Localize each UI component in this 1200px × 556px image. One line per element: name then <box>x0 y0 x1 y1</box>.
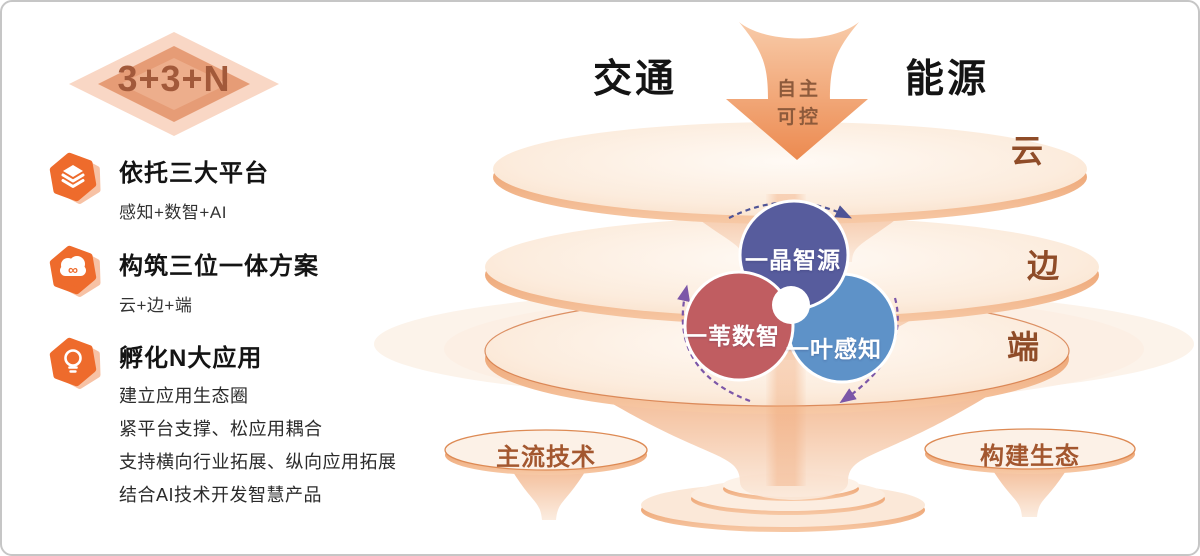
layer-label-cloud: 云 <box>1011 133 1044 169</box>
badge-diamond <box>69 32 279 136</box>
feature-subtitle: 感知+数智+AI <box>119 203 227 223</box>
layer-disc-cloud <box>493 122 1087 224</box>
feature-point: 支持横向行业拓展、纵向应用拓展 <box>119 452 397 473</box>
feature-point: 结合AI技术开发智慧产品 <box>119 485 323 506</box>
pedestal-label-build-ecosystem: 构建生态 <box>980 443 1080 470</box>
core-label-source: 一晶智源 <box>745 247 841 273</box>
core-label-perception: 一叶感知 <box>786 336 882 362</box>
feature-point: 紧平台支撑、松应用耦合 <box>119 419 323 440</box>
pedestal-label-mainstream-tech: 主流技术 <box>496 444 596 471</box>
arrow-label-line2: 可控 <box>776 107 821 128</box>
layer-label-end: 端 <box>1007 329 1040 365</box>
feature-point: 建立应用生态圈 <box>119 386 249 407</box>
svg-text:∞: ∞ <box>68 262 78 278</box>
domain-traffic-label: 交通 <box>593 58 678 101</box>
cycle-arc-top <box>728 201 852 219</box>
pedestal-build-ecosystem <box>924 428 1136 517</box>
feature-points: 建立应用生态圈 紧平台支撑、松应用耦合 支持横向行业拓展、纵向应用拓展 结合AI… <box>119 380 397 512</box>
layer-label-edge: 边 <box>1027 248 1060 284</box>
feature-title: 依托三大平台 <box>119 160 269 187</box>
layers-icon <box>49 152 101 204</box>
lightbulb-icon <box>49 337 101 389</box>
feature-trinity: ∞ 构筑三位一体方案 云+边+端 <box>47 244 319 316</box>
pedestal-mainstream-tech <box>444 429 648 520</box>
cycle-arc-left <box>677 284 751 403</box>
autonomy-arrow <box>726 22 868 160</box>
feature-title: 构筑三位一体方案 <box>119 253 319 280</box>
feature-platforms: 依托三大平台 感知+数智+AI <box>47 151 269 223</box>
core-center-hub <box>772 286 810 324</box>
domain-energy-label: 能源 <box>905 58 990 101</box>
core-label-data: 一苇数智 <box>684 323 780 349</box>
feature-subtitle: 云+边+端 <box>119 296 193 316</box>
feature-applications: 孵化N大应用 建立应用生态圈 紧平台支撑、松应用耦合 支持横向行业拓展、纵向应用… <box>47 336 397 512</box>
cloud-infinity-icon: ∞ <box>49 245 101 297</box>
arrow-label-line1: 自主 <box>776 79 821 100</box>
core-circle-data <box>683 270 795 382</box>
badge-label: 3+3+N <box>117 58 231 99</box>
feature-title: 孵化N大应用 <box>119 345 263 372</box>
